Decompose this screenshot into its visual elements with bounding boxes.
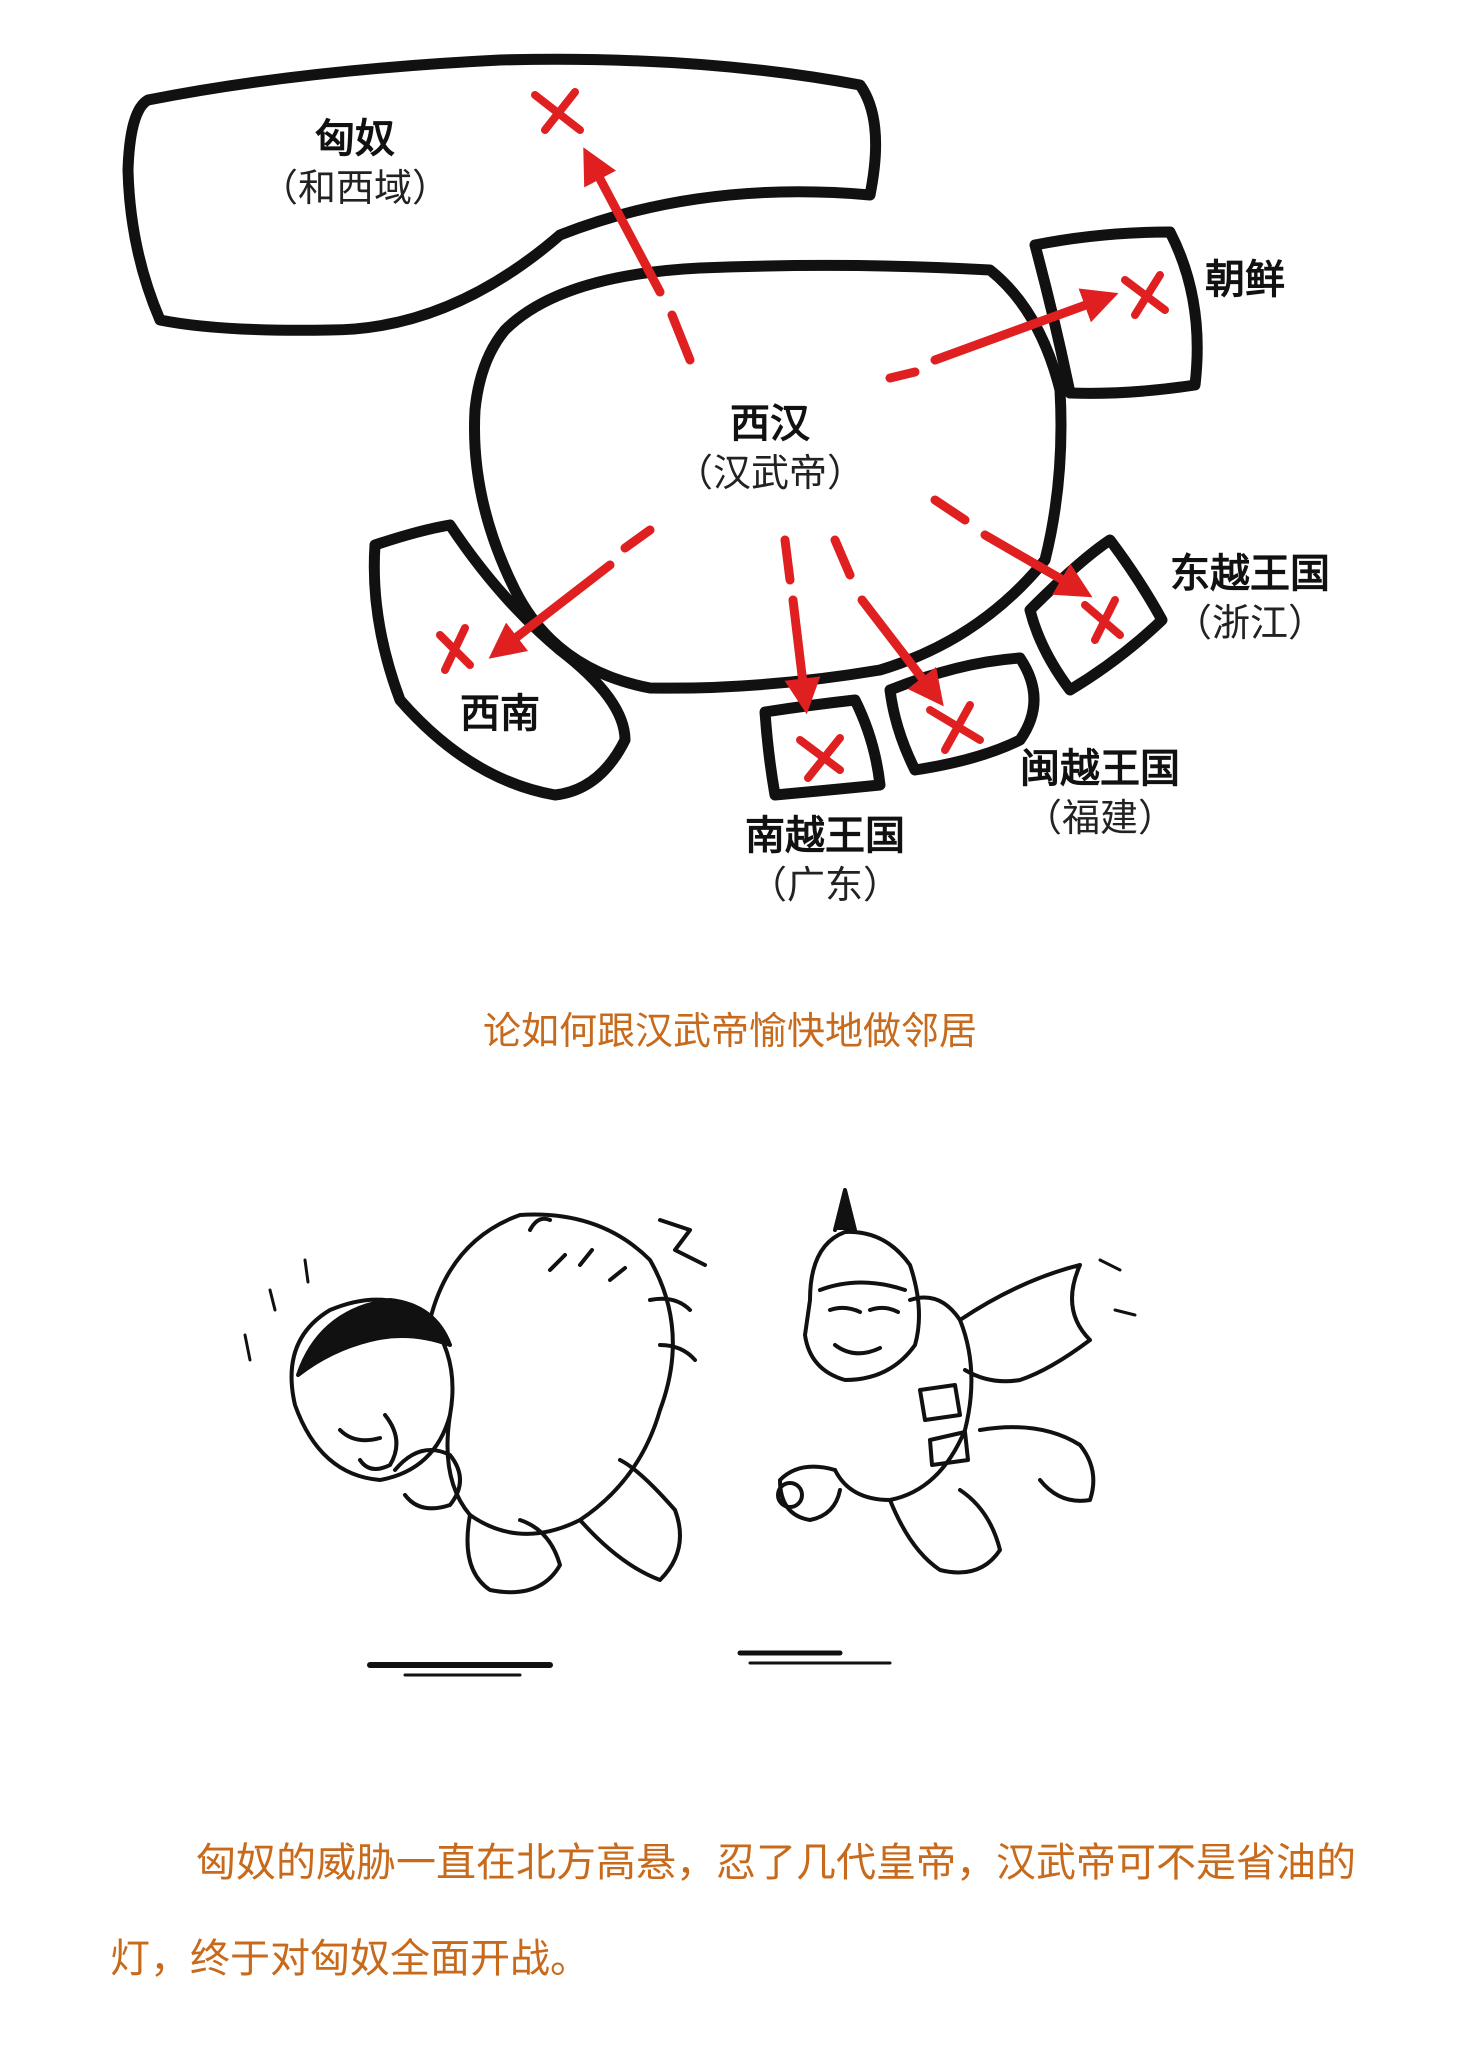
han-soldier-figure [776, 1188, 1137, 1575]
label-sub: （福建） [1023, 796, 1176, 840]
label-name: 匈奴 [315, 116, 395, 162]
arrow-to-nanyue [785, 535, 805, 700]
arrow-to-dongyue [930, 495, 1080, 590]
label-xiongnu: 匈奴 （和西域） [240, 115, 470, 213]
arrow-to-xinan [500, 525, 655, 650]
map-caption: 论如何跟汉武帝愉快地做邻居 [482, 1009, 977, 1053]
label-name: 朝鲜 [1205, 257, 1285, 303]
label-sub: （浙江） [1173, 601, 1326, 645]
body-paragraph: 匈奴的威胁一直在北方高悬，忍了几代皇帝，汉武帝可不是省油的灯，终于对匈奴全面开战… [110, 1840, 1356, 1982]
x-mark-minyue [926, 701, 984, 754]
x-mark-chaoxian [1121, 271, 1169, 319]
label-xinan: 西南 [450, 690, 550, 738]
label-dongyue: 东越王国 （浙江） [1155, 550, 1345, 648]
x-mark-xiongnu [531, 88, 584, 134]
region-xiongnu [122, 53, 882, 336]
arrow-to-xiongnu [590, 160, 695, 365]
label-name: 闽越王国 [1020, 746, 1180, 792]
label-name: 东越王国 [1170, 551, 1330, 597]
neighbors-map [122, 53, 1203, 801]
leaping-warriors-illustration [243, 1188, 1137, 1677]
label-minyue: 闽越王国 （福建） [1000, 745, 1200, 843]
arrow-to-minyue [830, 535, 935, 695]
region-nanyue [759, 694, 886, 801]
arrow-to-chaoxian [885, 298, 1105, 383]
label-xihan: 西汉 （汉武帝） [650, 400, 890, 498]
x-mark-dongyue [1081, 596, 1124, 644]
label-sub: （和西域） [259, 166, 450, 210]
label-nanyue: 南越王国 （广东） [725, 812, 925, 910]
xiongnu-warrior-figure [243, 1212, 707, 1595]
x-mark-nanyue [796, 734, 844, 782]
label-name: 西汉 [730, 401, 810, 447]
label-sub: （汉武帝） [674, 451, 865, 495]
label-name: 南越王国 [745, 813, 905, 859]
label-sub: （广东） [748, 863, 901, 907]
label-chaoxian: 朝鲜 [1195, 256, 1295, 304]
x-mark-xinan [436, 624, 474, 674]
label-name: 西南 [460, 691, 540, 737]
